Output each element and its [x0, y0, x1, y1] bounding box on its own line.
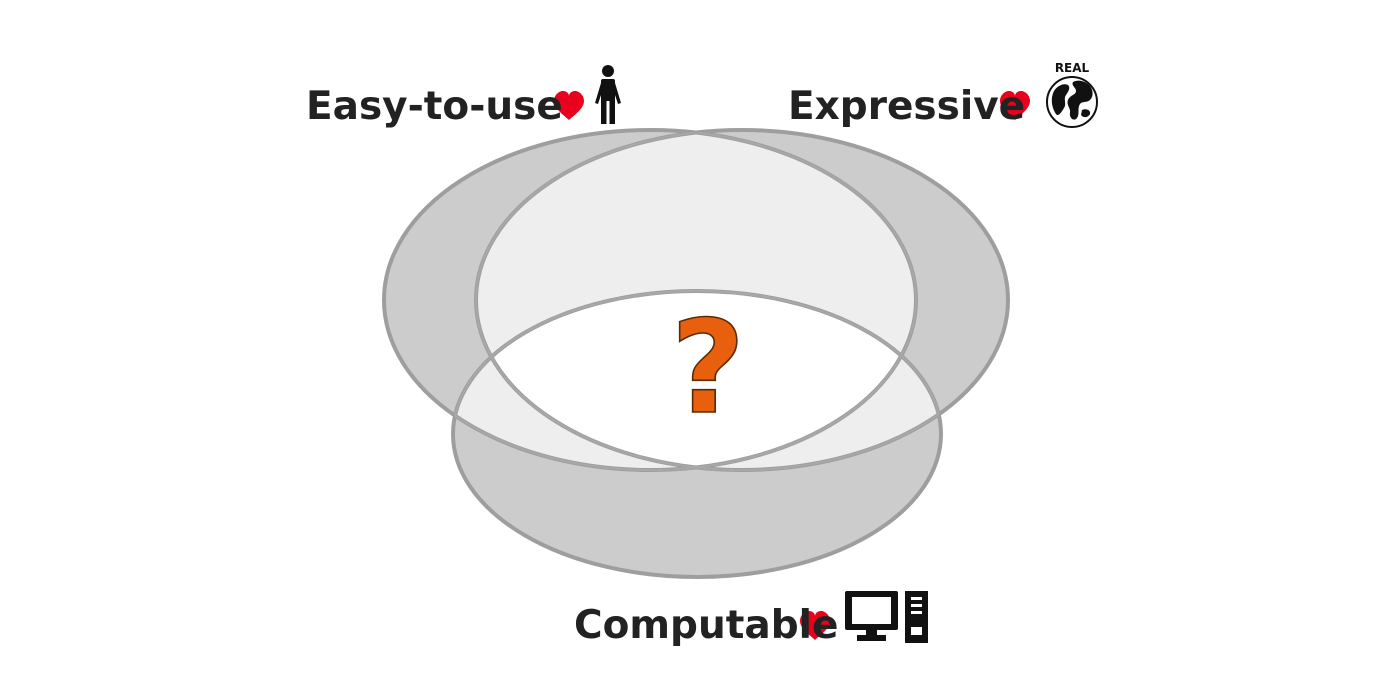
globe-icon: REAL [1046, 61, 1098, 128]
globe-icon-label: REAL [1055, 61, 1090, 75]
label-computable: Computable [574, 603, 839, 648]
person-icon [595, 65, 621, 124]
heart-icon [554, 91, 584, 120]
label-expressive: Expressive [788, 84, 1026, 129]
heart-icon [1000, 91, 1030, 120]
center-question-mark: ? [671, 294, 745, 443]
label-easy-to-use: Easy-to-use [306, 84, 563, 129]
heart-icon [800, 611, 830, 640]
computer-icon [845, 591, 928, 643]
center-overlap [476, 291, 916, 470]
